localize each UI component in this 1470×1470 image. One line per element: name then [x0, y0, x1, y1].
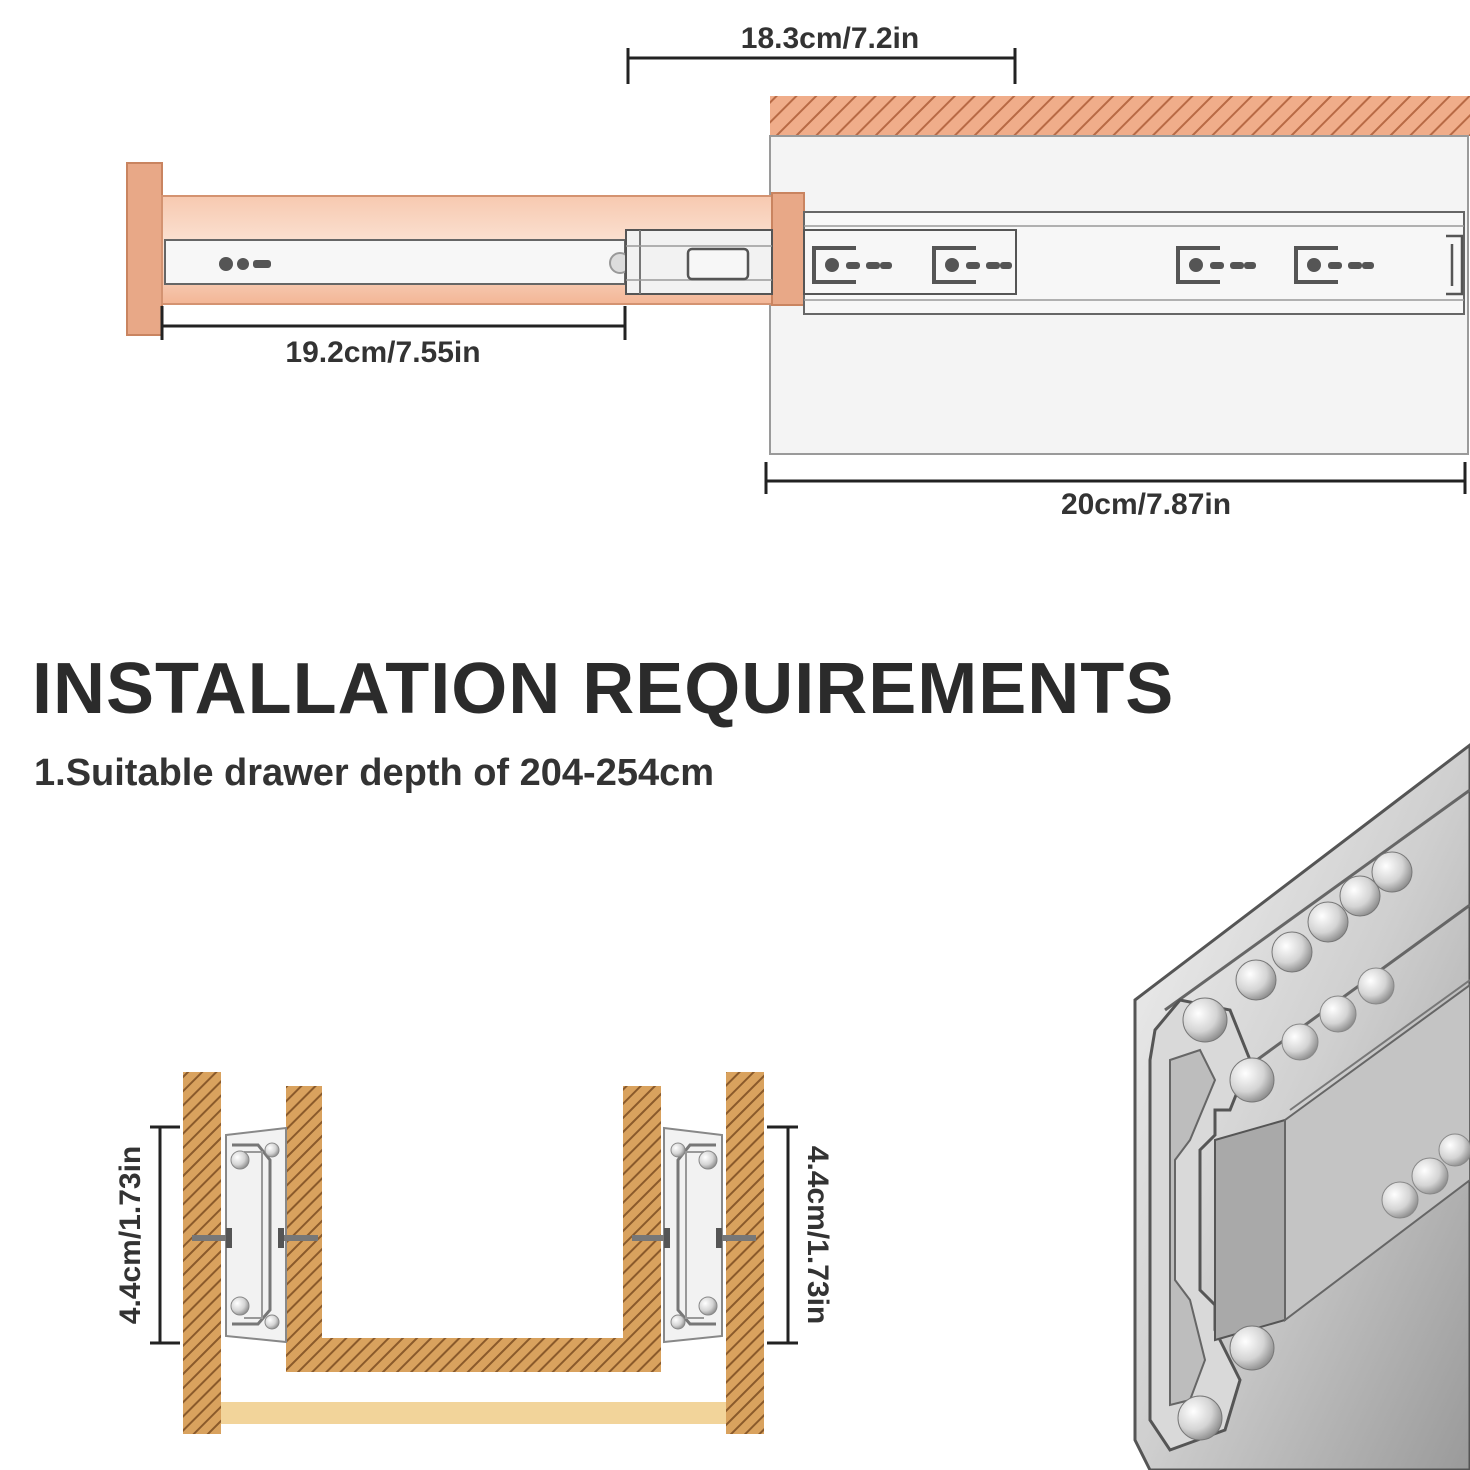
- rail-section-outline: [803, 229, 1017, 295]
- dimension-top: 18.3cm/7.2in: [626, 22, 1017, 84]
- lock-slot: [686, 247, 750, 281]
- mount-hole: [1294, 246, 1374, 284]
- screw-icon: [716, 1228, 756, 1248]
- mount-hole: [932, 246, 1012, 284]
- drawer-front: [126, 162, 163, 336]
- side-view: 18.3cm/7.2in 19.2cm/7.55in 20cm/7.87in: [126, 22, 1470, 521]
- page-title: INSTALLATION REQUIREMENTS: [32, 649, 1175, 729]
- dimension-overall: 20cm/7.87in: [764, 462, 1467, 521]
- slide-profile-right: [663, 1126, 723, 1344]
- dimension-overall-label: 20cm/7.87in: [1061, 488, 1231, 521]
- rail-slot: [253, 260, 271, 268]
- cross-section-view: 4.4cm/1.73in 4.4cm/1.73in: [114, 1072, 834, 1434]
- requirement-item: 1.Suitable drawer depth of 204-254cm: [34, 752, 715, 794]
- rail-hole: [237, 258, 249, 270]
- cabinet-wall-right: [726, 1072, 764, 1434]
- dimension-inner: 19.2cm/7.55in: [160, 306, 627, 369]
- screw-icon: [632, 1228, 670, 1248]
- cabinet-bottom: [221, 1402, 726, 1424]
- dimension-height-left-label: 4.4cm/1.73in: [114, 1146, 147, 1324]
- slide-profile-left: [225, 1126, 287, 1344]
- inner-rail: [164, 239, 626, 285]
- dimension-height-right: 4.4cm/1.73in: [767, 1125, 834, 1345]
- mount-hole: [812, 246, 892, 284]
- screw-icon: [278, 1228, 318, 1248]
- dimension-height-right-label: 4.4cm/1.73in: [801, 1146, 834, 1324]
- drawer-back-block: [771, 192, 805, 306]
- screw-icon: [192, 1228, 232, 1248]
- rail-hole: [219, 257, 233, 271]
- cabinet-top-board: [770, 96, 1470, 136]
- rail-3d-illustration: [1133, 743, 1470, 1470]
- dimension-inner-label: 19.2cm/7.55in: [285, 336, 480, 369]
- mount-hole: [1176, 246, 1256, 284]
- dimension-top-label: 18.3cm/7.2in: [741, 22, 919, 55]
- drawer-body: [286, 1086, 661, 1372]
- dimension-height-left: 4.4cm/1.73in: [114, 1125, 180, 1345]
- cabinet-wall-left: [183, 1072, 221, 1434]
